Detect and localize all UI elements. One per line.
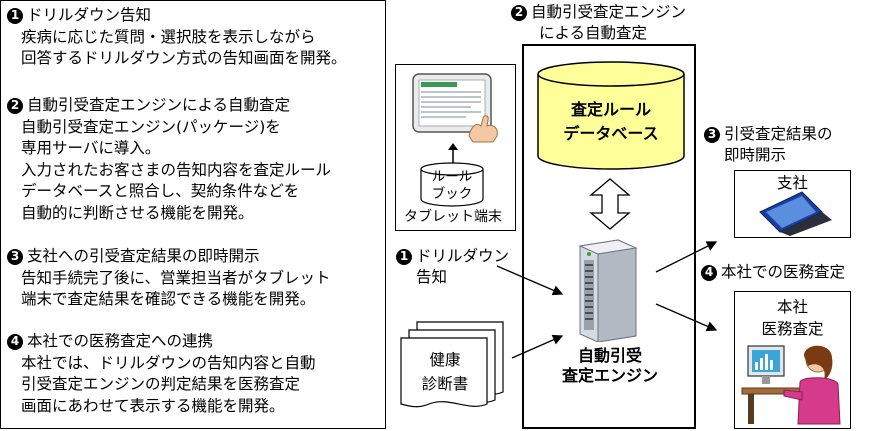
section-line: 専用サーバに導入。 [21,139,161,157]
section-line: 自動引受査定エンジン(パッケージ)を [21,117,281,136]
number-badge: 2 [7,97,23,114]
drilldown-label-line: 告知 [416,268,448,286]
number-badge: 1 [396,248,412,265]
up-arrow-icon [448,143,458,164]
hq-label: 本社 医務査定 [734,296,851,340]
database-label: 査定ルール データベース [536,98,686,146]
engine-label-line: 査定エンジン [561,366,658,385]
tablet-icon [412,73,498,143]
section-line: 画面にあわせて表示する機能を開発。 [21,396,285,415]
health-document-stack-icon [400,321,504,408]
result-header-line: 引受査定結果の [724,125,833,143]
section-line: 自動的に判断させる機能を開発。 [21,203,254,222]
health-document-label: 健康 診断書 [401,348,489,396]
engine-header-line: による自動査定 [539,24,648,42]
section-line: 端末で査定結果を確認できる機能を開発。 [21,290,316,308]
drilldown-label-line: ドリルダウン [416,247,510,265]
medical-staff-icon [741,345,841,425]
rulebook-label: ルール ブック [420,169,484,203]
hq-label-line: 医務査定 [761,320,824,338]
rulebook-label-line: ブック [431,186,473,202]
number-badge: 4 [7,333,23,350]
number-badge: 3 [7,248,23,265]
server-icon [578,239,638,342]
number-badge: 2 [511,4,527,21]
number-badge: 3 [704,126,720,143]
section-title: ドリルダウン告知 [27,6,152,24]
section-line: 疾病に応じた質問・選択肢を表示しながら [21,27,316,46]
database-cylinder-icon [537,61,685,170]
section-title: 本社での医務査定への連携 [27,332,214,350]
health-document-label-line: 健康 [429,351,461,369]
rulebook-cylinder-icon [420,162,484,207]
engine-header-line: 自動引受査定エンジン [531,3,687,21]
engine-label-line: 自動引受 [577,346,642,365]
tablet-caption: タブレット端末 [404,209,502,225]
section-line: 告知手続完了後に、営業担当者がタブレット [21,268,331,287]
section-line: 回答するドリルダウン方式の告知画面を開発。 [21,49,347,67]
hq-label-line: 本社 [776,298,808,316]
database-label-line: データベース [563,124,659,143]
branch-label: 支社 [776,174,808,192]
section-title: 自動引受査定エンジンによる自動査定 [27,96,291,114]
section-line: 本社では、ドリルダウンの告知内容と自動 [21,353,316,372]
health-document-label-line: 診断書 [421,375,469,393]
section-title: 支社への引受査定結果の即時開示 [27,247,260,265]
bidirectional-arrow-icon [589,178,631,230]
number-badge: 4 [701,264,717,281]
rulebook-label-line: ルール [431,169,473,185]
section-line: データベースと照合し、契約条件などを [21,182,300,200]
laptop-icon [759,191,832,236]
number-badge: 1 [7,7,23,24]
section-line: 入力されたお客さまの告知内容を査定ルール [21,160,332,179]
database-label-line: 査定ルール [570,100,651,119]
medical-header-text: 本社での医務査定 [721,263,846,281]
engine-label: 自動引受 査定エンジン [540,346,680,386]
result-header-line: 即時開示 [724,146,787,164]
section-line: 引受査定エンジンの判定結果を医務査定 [21,375,301,393]
